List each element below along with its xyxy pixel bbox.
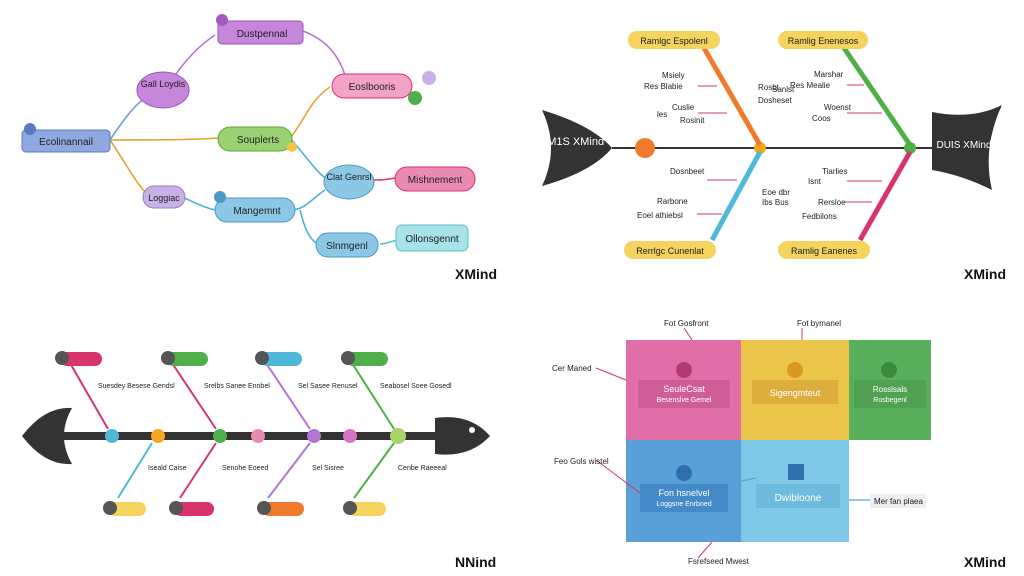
bone-label-2: Ramlig Enenesos (788, 36, 859, 46)
mindmap-lower-center-node-label: Mangemnt (233, 206, 280, 217)
matrix-panel: SeuleCsat Besenslve Gemel Sigengmteut Ro… (552, 319, 1006, 570)
fb-bottom-label-2: Sel Sisree (312, 465, 344, 472)
mindmap-left-node-label: Ecolinannail (39, 137, 93, 148)
matrix-cell-3-title: Rosslsals (873, 385, 907, 394)
mindmap-mid-right-node-label: Clat Genrsl (326, 172, 371, 182)
fishbone-bottom-brand: NNind (455, 554, 496, 570)
sub-c-2: Woenst (824, 103, 852, 112)
mindmap-center-node[interactable] (217, 126, 293, 152)
sub-c-3: Coos (812, 114, 831, 123)
sub-e-3: Ibs Bus (762, 198, 789, 207)
fish-head-right (435, 417, 490, 455)
matrix-col-label-1: Fot Gosfront (664, 319, 709, 328)
sub-d-2: Eoel athiebsl (637, 211, 683, 220)
fb-bottom-label-0: Iseald Caise (148, 465, 187, 472)
mindmap-bottom-far-right-node-label: Ollonsgennt (405, 234, 459, 245)
matrix-cell-1-sub: Besenslve Gemel (657, 397, 712, 404)
sub-e-2: Eoe dbr (762, 188, 790, 197)
fish-tail-left (22, 407, 72, 465)
sub-a-4: Rosinit (680, 116, 705, 125)
sub-f-0: Rersloe (818, 198, 846, 207)
matrix-bottom-label: Fsrefseed Mwest (688, 557, 750, 566)
sub-f-1: Fedbilons (802, 212, 837, 221)
sub-b-2: Dosheset (758, 96, 793, 105)
mindmap-upper-left-node[interactable] (136, 71, 190, 109)
sub-b-0: Rosbt (758, 83, 780, 92)
sub-d-1: Rarbone (657, 197, 688, 206)
sub-c-1: Res Mealie (790, 81, 831, 90)
sub-a-1: Res Blabie (644, 82, 683, 91)
sub-a-3: les (657, 110, 667, 119)
mindmap-upper-right-node-label: Eoslbooris (349, 82, 396, 93)
mindmap-upper-left-node-label: Gall Loydis (141, 79, 186, 89)
mindmap-far-right-node-label: Mishnement (408, 175, 463, 186)
fish-tail-shape (932, 105, 1002, 190)
fishbone-top-brand: XMind (964, 266, 1006, 282)
fb-top-label-2: Sel Sasee Renusel (298, 383, 358, 390)
fish-head-label: XM1S XMind (540, 136, 604, 148)
sub-e-0: Tiarlies (822, 167, 847, 176)
matrix-cell-4-sub: Loggsne Enrbned (656, 501, 711, 508)
mindmap-lower-center-node[interactable] (214, 197, 296, 223)
mindmap-left-node[interactable] (21, 129, 111, 153)
sub-a-2: Cuslie (672, 103, 695, 112)
mindmap-bottom-far-right-node[interactable] (395, 224, 469, 252)
matrix-cell-2-title: Sigengmteut (770, 388, 821, 398)
mindmap-upper-right-node[interactable] (331, 73, 413, 99)
fishbone-bottom-panel: Suesdey Besese Gendsl Srelbs Sanee Ennbe… (22, 351, 496, 570)
matrix-cell-3-sub: Rosbegenl (873, 397, 907, 404)
bone-label-4: Ramlig Eanenes (791, 246, 858, 256)
mindmap-mid-right-node[interactable] (323, 164, 375, 200)
matrix-cell-1-title: SeuleCsat (663, 384, 705, 394)
sub-d-0: Dosnbeet (670, 167, 705, 176)
fb-bottom-label-1: Senohe Eoeed (222, 465, 268, 472)
mindmap-lower-left-node-label: Loggiac (148, 193, 180, 203)
mindmap-top-node[interactable] (217, 20, 304, 45)
mindmap-bottom-right-node-label: Slnmgenl (326, 241, 368, 252)
fb-top-label-0: Suesdey Besese Gendsl (98, 383, 175, 390)
sub-a-0: Msiely (662, 71, 685, 80)
mindmap-center-node-label: Souplerts (237, 135, 279, 146)
matrix-brand: XMind (964, 554, 1006, 570)
matrix-row-label-1: Cer Maned (552, 364, 592, 373)
fb-top-label-3: Seabosel Soee Gosedl (380, 383, 452, 390)
fishbone-top-panel: XM1S XMind DUIS XMind Ramlgc Espolenl Ra… (540, 31, 1006, 282)
fb-bottom-label-3: Cenbe Raeeeal (398, 465, 447, 472)
sub-b-1: Sanlst (772, 85, 795, 94)
mindmap-brand: XMind (455, 266, 497, 282)
matrix-right-label: Mer fan plaea (874, 497, 923, 506)
sub-e-1: Isnt (808, 177, 822, 186)
matrix-cell-4-title: Fon hsnelvel (658, 488, 709, 498)
matrix-cell-5-title: Dwibloone (775, 493, 822, 504)
fish-tail-label: DUIS XMind (936, 140, 991, 151)
mindmap-lower-left-node[interactable] (142, 185, 186, 209)
bone-label-1: Ramlgc Espolenl (640, 36, 708, 46)
mindmap-bottom-right-node[interactable] (315, 232, 379, 258)
fb-top-label-1: Srelbs Sanee Ennbel (204, 383, 270, 390)
mindmap-panel: Dustpennal Ecolinannail Gall Loydis Logg… (21, 14, 497, 282)
sub-c-0: Marshar (814, 70, 844, 79)
mindmap-top-node-label: Dustpennal (237, 29, 288, 40)
bone-label-3: Rerrlgc Cunenlat (636, 246, 704, 256)
matrix-col-label-2: Fot bymanel (797, 319, 841, 328)
mindmap-far-right-node[interactable] (394, 166, 476, 192)
matrix-row-label-2: Feo Gols wistel (554, 457, 609, 466)
fish-head-shape (542, 110, 612, 186)
